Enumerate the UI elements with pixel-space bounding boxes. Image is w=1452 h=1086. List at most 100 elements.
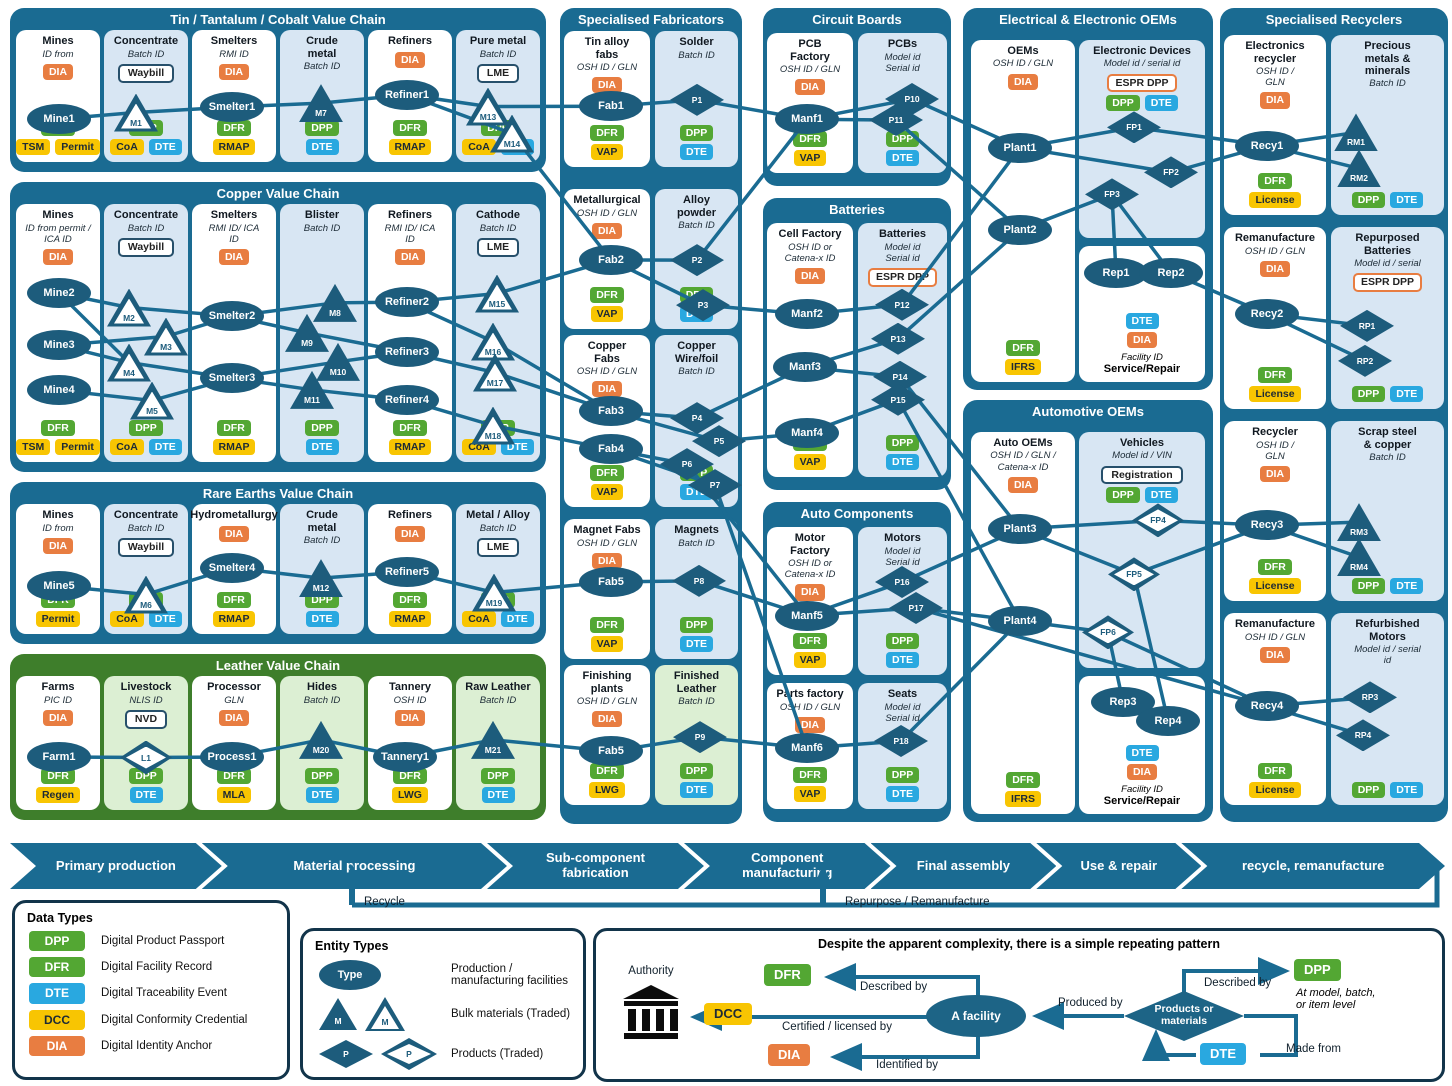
- mine1-node: Mine1: [27, 103, 91, 134]
- card-id-subtitle: Batch ID: [678, 365, 715, 377]
- card-id-subtitle: Batch ID: [678, 219, 715, 231]
- badge-row: DTE: [886, 150, 919, 167]
- node-zone: L1: [107, 729, 185, 775]
- badge-row: DPP: [305, 767, 339, 785]
- dpp-badge: DPP: [679, 616, 714, 634]
- m7-node: M7: [299, 84, 343, 123]
- fp1-node: FP1: [1107, 111, 1161, 144]
- regen-badge: Regen: [35, 787, 81, 804]
- node-label: M8: [329, 307, 341, 318]
- card-title: Smelters: [210, 35, 258, 48]
- coa-badge: CoA: [462, 139, 496, 156]
- node-label: P9: [694, 732, 706, 743]
- chip-wrap: DIA: [1007, 72, 1039, 90]
- card-title: Metallurgical: [573, 194, 641, 207]
- vap-badge: VAP: [793, 454, 827, 471]
- dfr-badge: DFR: [393, 119, 427, 137]
- node-label: M11: [303, 394, 321, 405]
- dia-chip: DIA: [42, 537, 74, 554]
- badge-row: DFR: [1258, 762, 1292, 780]
- panel-title: Automotive OEMs: [1032, 404, 1144, 419]
- badge-row: DFR: [590, 464, 624, 482]
- p1-node: P1: [670, 83, 724, 116]
- dfr-badge: DFR: [590, 124, 624, 142]
- node-zone: M1: [107, 83, 185, 132]
- badge-row: DTE: [305, 611, 339, 628]
- panel-title: Batteries: [829, 202, 885, 217]
- manf1-node: Manf1: [775, 104, 839, 135]
- dte-badge: DTE: [680, 636, 713, 653]
- card-title: Electronics recycler: [1245, 40, 1305, 65]
- lme-chip: LME: [476, 537, 520, 557]
- m4-node: M4: [107, 343, 151, 382]
- rmap-badge: RMAP: [388, 139, 432, 156]
- fab3-node: Fab3: [579, 396, 643, 427]
- data-type-desc: Digital Facility Record: [101, 961, 213, 974]
- dpp-badge: DPP: [679, 762, 714, 780]
- chip-wrap: DIA: [591, 75, 623, 94]
- card-id-subtitle: OSH ID / GLN: [1244, 245, 1306, 257]
- node-label: M19: [485, 597, 503, 608]
- smelter3-node: Smelter3: [200, 363, 264, 394]
- permit-badge: Permit: [35, 611, 81, 628]
- card-id-subtitle: OSH ID: [393, 694, 427, 706]
- dia-chip: DIA: [794, 716, 826, 733]
- tannery1-node: Tannery1: [373, 741, 437, 772]
- node-label: P18: [893, 736, 909, 747]
- badge-row: DTE: [680, 782, 713, 799]
- m16-node: M16: [471, 322, 515, 361]
- m3-node: M3: [144, 317, 188, 356]
- dia-chip: DIA: [218, 709, 250, 726]
- card-id-subtitle: Model id / serial id: [1354, 643, 1421, 667]
- badge-row: LWG: [392, 787, 428, 804]
- dfr-badge: DFR: [1258, 366, 1292, 384]
- node-label: Fab5: [598, 745, 624, 758]
- manf4-node: Manf4: [775, 418, 839, 449]
- dte-badge: DTE: [305, 787, 339, 804]
- badge-row: DFR: [1006, 339, 1040, 356]
- dpp-badge: DPP: [1351, 192, 1386, 209]
- node-label: M12: [312, 583, 330, 594]
- node-label: L1: [141, 752, 151, 763]
- recy2-node: Recy2: [1235, 298, 1299, 329]
- chevron-label: Material processing: [293, 857, 416, 873]
- data-type-desc: Digital Traceability Event: [101, 987, 227, 1000]
- badge-row: DIA: [1126, 763, 1158, 780]
- recy1-node: Recy1: [1235, 130, 1299, 161]
- vap-badge: VAP: [793, 786, 827, 803]
- node-label: M9: [301, 337, 313, 348]
- badge-row: DFR: [590, 124, 624, 142]
- badge-row: Permit: [35, 611, 81, 628]
- rep2-node: Rep2: [1139, 258, 1203, 288]
- card-title: Smelters: [210, 209, 258, 222]
- mine3-node: Mine3: [27, 330, 91, 361]
- dia-chip: DIA: [794, 584, 826, 601]
- node-label: P15: [890, 394, 906, 405]
- dfr-badge: DFR: [1258, 172, 1292, 190]
- node-label: RM4: [1350, 562, 1368, 573]
- refiner1-node: Refiner1: [375, 79, 439, 110]
- node-label: FP2: [1163, 167, 1179, 178]
- dfr-badge: DFR: [1006, 771, 1040, 788]
- chevron-final-assembly: Final assembly: [871, 843, 1057, 889]
- node-label: P5: [713, 436, 725, 447]
- dia-chip: DIA: [591, 552, 623, 569]
- card-id-subtitle: Batch ID: [1369, 78, 1406, 90]
- node-label: FP4: [1150, 515, 1166, 526]
